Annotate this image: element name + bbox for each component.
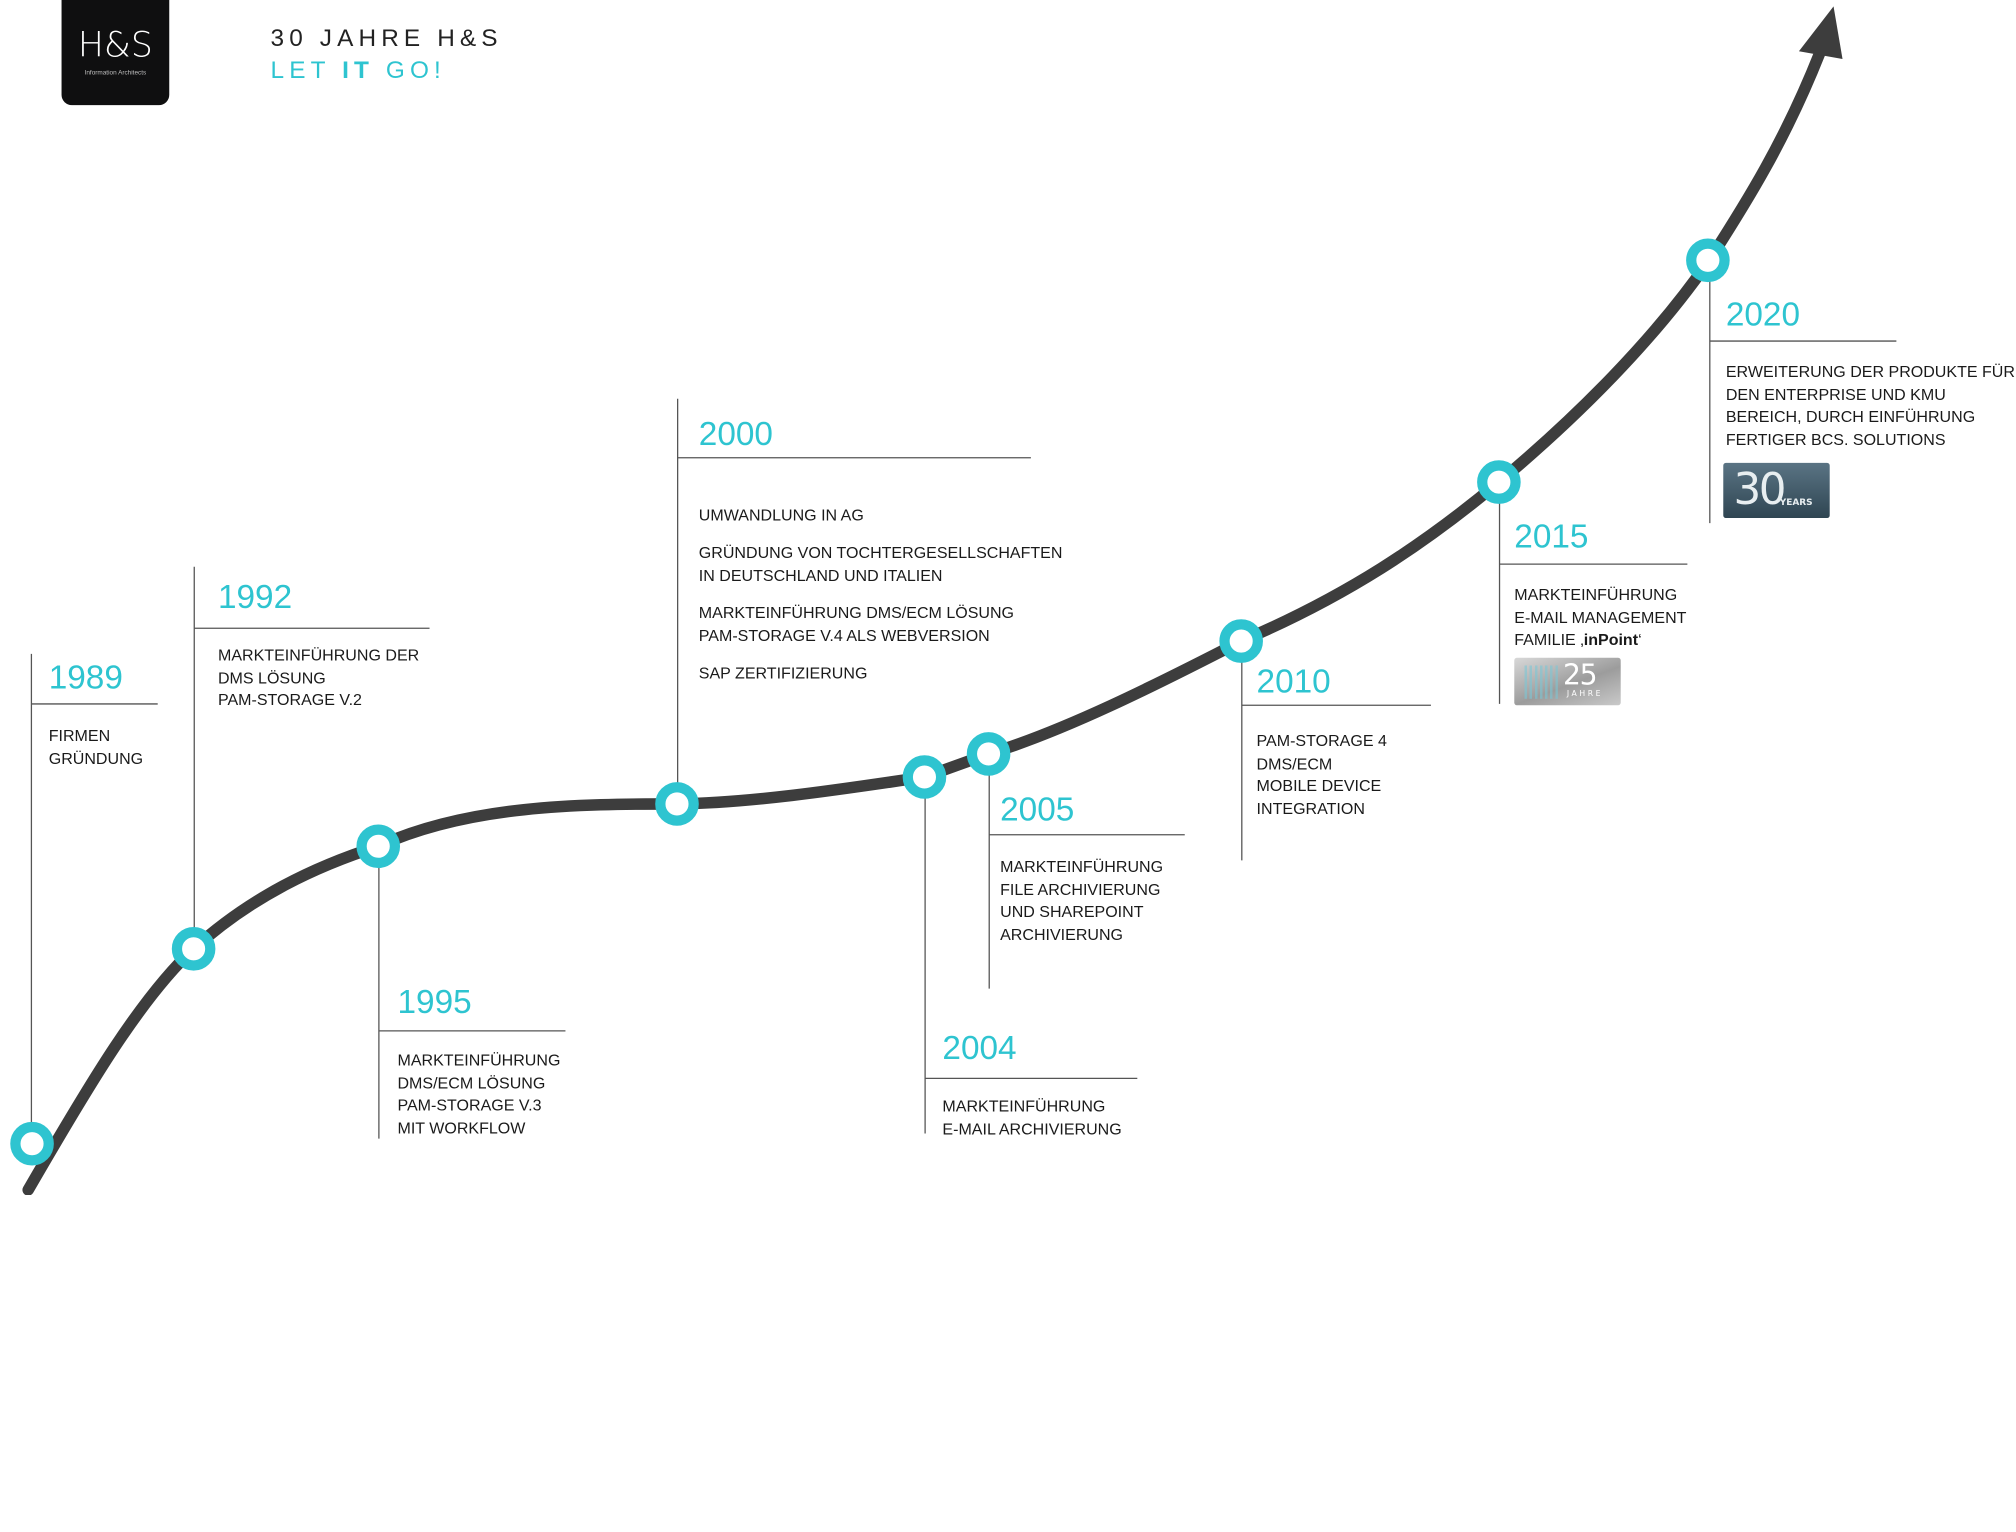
stem-2010: [1241, 641, 1431, 861]
year-2020: 2020: [1725, 294, 1801, 334]
year-2005: 2005: [1000, 789, 1075, 829]
arrow-head-icon: [1798, 6, 1843, 59]
year-1989: 1989: [48, 657, 123, 697]
node-2000: [655, 782, 699, 826]
stem-2020: [1709, 260, 1897, 524]
anniversary-30-badge: 30 YEARS: [1723, 462, 1830, 519]
timeline-graphic: [10, 6, 1897, 1196]
page-tagline: LET IT GO!: [270, 57, 446, 85]
badge-label: JAHRE: [1566, 689, 1604, 699]
badge-number: 30: [1733, 464, 1787, 516]
node-1992: [171, 927, 216, 971]
stem-2005: [988, 753, 1185, 989]
logo-subtitle: Information Architects: [84, 69, 147, 77]
anniversary-25-badge: 25 JAHRE: [1514, 657, 1621, 706]
stem-2004: [924, 777, 1138, 1134]
page-title: 30 JAHRE H&S: [270, 25, 503, 53]
badge-label: YEARS: [1779, 497, 1813, 508]
year-1992: 1992: [217, 576, 293, 616]
node-1989: [10, 1121, 54, 1166]
dot-pattern-icon: [1524, 665, 1558, 699]
year-2015: 2015: [1514, 516, 1589, 556]
node-2004: [902, 755, 947, 799]
stem-2015: [1498, 482, 1688, 704]
hs-logo: H&S Information Architects: [61, 0, 170, 106]
stem-1992: [193, 566, 430, 949]
stem-1989: [30, 653, 158, 1142]
node-2015: [1477, 460, 1521, 504]
year-2004: 2004: [942, 1028, 1017, 1067]
node-1995: [356, 824, 401, 869]
node-2005: [966, 732, 1011, 776]
node-2020: [1686, 238, 1730, 283]
year-1995: 1995: [397, 982, 472, 1021]
stem-1995: [378, 847, 566, 1139]
logo-wordmark: H&S: [77, 25, 153, 66]
node-2010: [1219, 619, 1263, 663]
year-2000: 2000: [698, 414, 773, 453]
stem-2000: [677, 398, 1031, 804]
year-2010: 2010: [1256, 661, 1331, 701]
badge-number: 25: [1563, 660, 1598, 693]
